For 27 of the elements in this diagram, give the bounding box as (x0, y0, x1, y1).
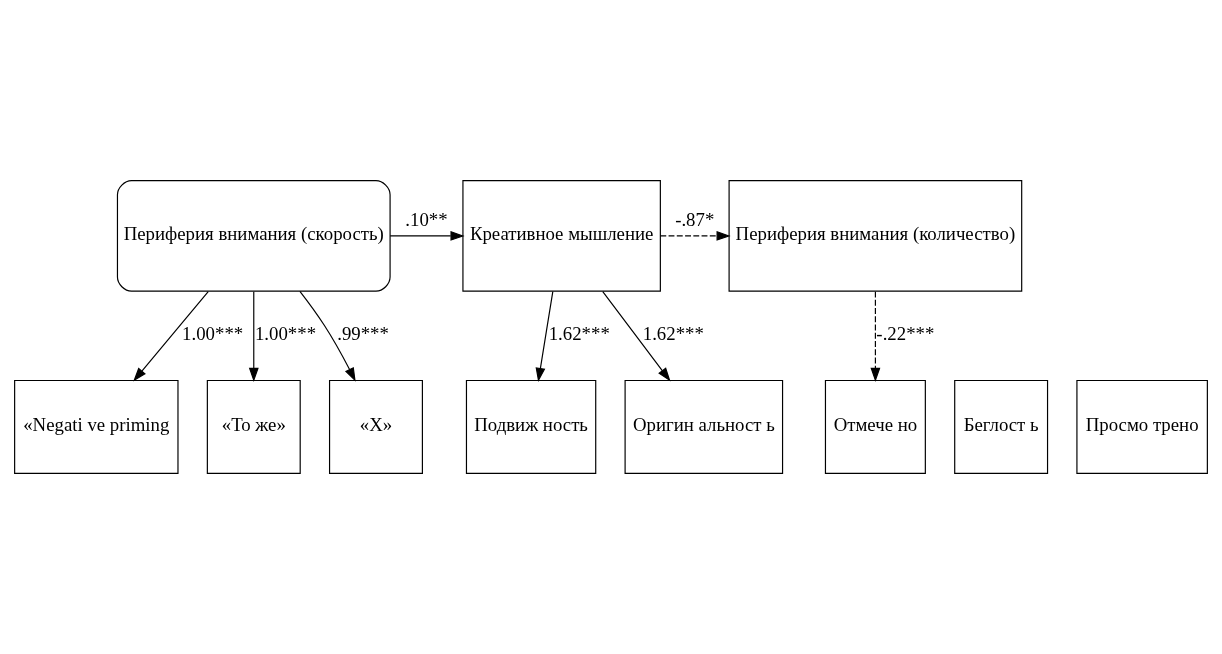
edge-label: 1.62*** (642, 323, 704, 345)
node-box: Периферия внимания (количество) (728, 180, 1023, 292)
node-box: «Negati ve priming (14, 379, 179, 474)
node-box: Оригин альност ь (624, 379, 784, 474)
edge-label: .99*** (337, 323, 389, 345)
arrow (389, 231, 465, 241)
edge-label: -.22*** (876, 323, 935, 345)
node-box: «То же» (206, 379, 301, 474)
node-box: Креативное мышление (462, 180, 661, 292)
edge-label: 1.00*** (254, 323, 317, 345)
edge-label: 1.00*** (182, 323, 244, 345)
edge-label: .10** (405, 209, 448, 231)
arrow (602, 291, 671, 382)
node-box: Отмече но (824, 379, 926, 474)
edge-label: 1.62*** (548, 323, 610, 345)
node-box: Периферия внимания (скорость) (116, 180, 391, 292)
arrow (248, 291, 259, 382)
edge-label: -.87* (675, 209, 715, 231)
arrow (659, 231, 731, 241)
arrow (299, 290, 356, 382)
node-box: Просмо трено (1076, 379, 1208, 474)
node-box: «X» (328, 379, 423, 474)
node-box: Подвиж ность (465, 379, 597, 474)
node-box: Беглост ь (954, 379, 1049, 474)
arrow (870, 291, 881, 382)
arrow (535, 291, 554, 382)
arrow (133, 291, 209, 382)
